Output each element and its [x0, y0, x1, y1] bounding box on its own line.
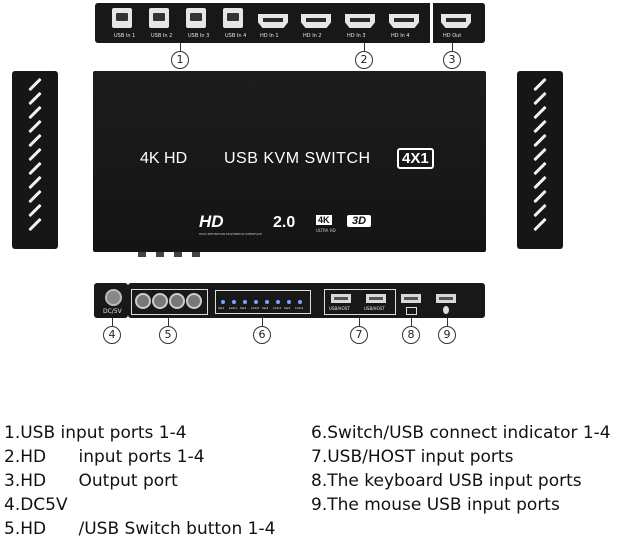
leader-3: [452, 43, 453, 51]
leader-2: [364, 43, 365, 51]
legend-item-3: 3.HD Output port: [4, 471, 178, 491]
switch-button-1: [135, 293, 151, 309]
callout-2: 2: [355, 51, 373, 69]
usb-in-label-1: USB In 1: [114, 33, 136, 39]
led-label-4: Link2: [251, 306, 260, 310]
led-label-2: Link1: [229, 306, 238, 310]
dc-label: DC/5V: [103, 308, 122, 315]
callout-9: 9: [438, 326, 456, 344]
legend-item-6: 6.Switch/USB connect indicator 1-4: [311, 423, 611, 443]
leader-8: [411, 318, 412, 326]
usb-host-frame: [324, 289, 396, 315]
hd-input-port-4: [389, 14, 419, 28]
led-label-3: Sw2: [240, 306, 247, 310]
callout-3: 3: [443, 51, 461, 69]
switch-button-3: [169, 293, 185, 309]
top-panel-divider: [430, 3, 433, 43]
legend-item-2: 2.HD input ports 1-4: [4, 447, 205, 467]
usb-in-label-3: USB In 3: [188, 33, 210, 39]
front-foot: [156, 252, 164, 257]
hd-out-label: HD Out: [443, 33, 462, 39]
callout-1: 1: [171, 51, 189, 69]
front-foot: [192, 252, 200, 257]
dc-jack: [105, 289, 122, 306]
logo-3d: 3D: [347, 215, 372, 227]
logo-4k-sub: ULTRA HD: [316, 228, 336, 233]
led-sw2: [243, 300, 247, 304]
hd-input-port-2: [301, 14, 331, 28]
button-group-frame: [131, 289, 208, 315]
hd-in-label-4: HD In 4: [391, 33, 410, 39]
keyboard-usb-port: [401, 294, 421, 303]
usb-host-label-2: USB/HOST: [364, 306, 385, 311]
legend-item-7: 7.USB/HOST input ports: [311, 447, 514, 467]
front-face: [93, 71, 486, 252]
front-title-main: USB KVM SWITCH: [224, 150, 371, 167]
switch-button-4: [186, 293, 202, 309]
hd-logo: HD: [199, 212, 224, 231]
left-side-panel: [12, 71, 58, 249]
callout-8: 8: [402, 326, 420, 344]
legend-item-1: 1.USB input ports 1-4: [4, 423, 187, 443]
led-label-5: Sw3: [262, 306, 269, 310]
mouse-icon: [443, 306, 449, 314]
usb-host-port-2: [366, 294, 386, 303]
hd-in-label-3: HD In 3: [347, 33, 366, 39]
switch-button-2: [152, 293, 168, 309]
led-link4: [298, 300, 302, 304]
version-logo: 2.0: [273, 214, 296, 231]
usb-in-label-4: USB In 4: [225, 33, 247, 39]
usb-host-port-1: [331, 294, 351, 303]
callout-7: 7: [350, 326, 368, 344]
led-sw1: [221, 300, 225, 304]
led-link2: [254, 300, 258, 304]
usb-input-port-1: [112, 8, 132, 28]
usb-input-port-4: [223, 8, 243, 28]
usb-input-port-2: [149, 8, 169, 28]
front-title-left: 4K HD: [140, 150, 188, 167]
leader-7: [359, 318, 360, 326]
leader-1: [180, 43, 181, 51]
right-side-panel: [517, 71, 563, 249]
callout-4: 4: [103, 326, 121, 344]
legend-item-8: 8.The keyboard USB input ports: [311, 471, 582, 491]
callout-5: 5: [159, 326, 177, 344]
keyboard-icon: [406, 307, 417, 315]
led-link3: [276, 300, 280, 304]
callout-6: 6: [253, 326, 271, 344]
usb-in-label-2: USB In 2: [151, 33, 173, 39]
mouse-usb-port: [436, 294, 456, 303]
led-label-1: Sw1: [218, 306, 225, 310]
front-foot: [174, 252, 182, 257]
legend-item-4: 4.DC5V: [4, 495, 68, 515]
hd-output-port: [441, 14, 471, 28]
front-foot: [138, 252, 146, 257]
led-sw4: [287, 300, 291, 304]
usb-host-label-1: USB/HOST: [329, 306, 350, 311]
leader-6: [262, 318, 263, 326]
led-label-7: Sw4: [284, 306, 291, 310]
led-label-8: Link4: [295, 306, 304, 310]
led-group-frame: [215, 290, 311, 314]
hd-logo-sub: HIGH-DEFINITION MULTIMEDIA INTERFACE: [199, 232, 262, 236]
usb-input-port-3: [186, 8, 206, 28]
legend-item-5: 5.HD /USB Switch button 1-4: [4, 519, 276, 539]
hd-in-label-1: HD In 1: [260, 33, 279, 39]
hd-input-port-1: [258, 14, 288, 28]
front-title-badge: 4X1: [397, 148, 434, 169]
led-label-6: Link3: [273, 306, 282, 310]
leader-9: [447, 318, 448, 326]
logo-4k: 4K: [316, 215, 332, 225]
leader-5: [168, 318, 169, 326]
hd-in-label-2: HD In 2: [303, 33, 322, 39]
leader-4: [112, 318, 113, 326]
hd-input-port-3: [345, 14, 375, 28]
led-sw3: [265, 300, 269, 304]
legend-item-9: 9.The mouse USB input ports: [311, 495, 560, 515]
led-link1: [232, 300, 236, 304]
